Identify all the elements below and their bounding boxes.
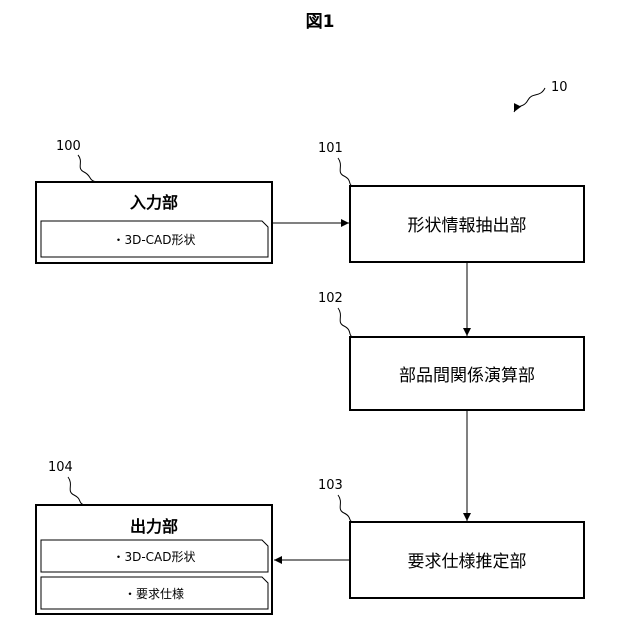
system-ref-label: 10 <box>551 80 568 95</box>
input-item-label: ・3D-CAD形状 <box>112 233 195 247</box>
system-ref-leader <box>514 88 545 112</box>
input-unit-title: 入力部 <box>130 193 178 212</box>
extraction-unit-ref-leader <box>338 158 352 186</box>
estimation-unit-ref: 103 <box>318 478 343 493</box>
output-unit-ref: 104 <box>48 460 73 475</box>
relation-unit-title: 部品間関係演算部 <box>399 366 535 386</box>
output-item-label-2: ・要求仕様 <box>124 587 184 601</box>
figure-title: 図1 <box>306 12 335 32</box>
output-unit-title: 出力部 <box>130 517 178 536</box>
output-item-label-1: ・3D-CAD形状 <box>112 550 195 564</box>
estimation-unit-title: 要求仕様推定部 <box>408 552 527 572</box>
estimation-unit-ref-leader <box>338 495 352 522</box>
relation-unit-ref: 102 <box>318 291 343 306</box>
input-unit-ref-leader <box>78 155 96 182</box>
extraction-unit-title: 形状情報抽出部 <box>408 216 527 236</box>
input-unit-ref: 100 <box>56 139 81 154</box>
relation-unit-ref-leader <box>338 308 352 337</box>
extraction-unit-ref: 101 <box>318 141 343 156</box>
output-unit-ref-leader <box>68 477 84 505</box>
